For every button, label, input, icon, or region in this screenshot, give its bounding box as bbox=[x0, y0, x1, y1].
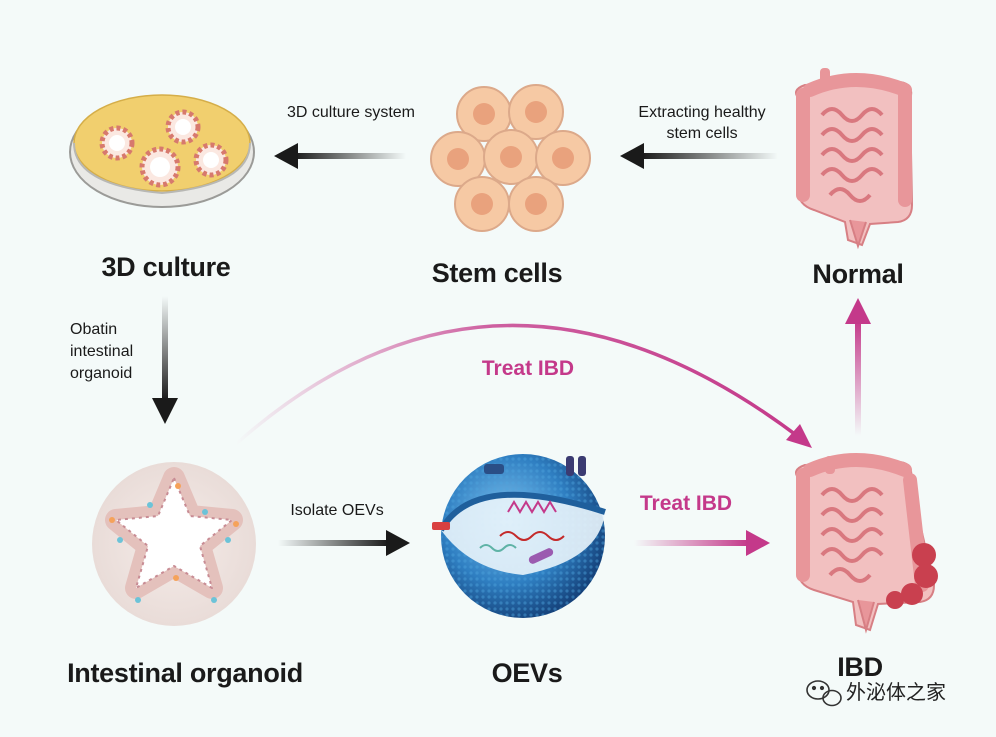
watermark: 外泌体之家 bbox=[806, 680, 946, 707]
organoid-in-dish-icon bbox=[99, 125, 135, 161]
edge-label-isolate-oevs: Isolate OEVs bbox=[290, 502, 383, 519]
edge-label-extracting-line1: Extracting healthy bbox=[638, 104, 765, 121]
node-title-stem-cells: Stem cells bbox=[432, 258, 563, 288]
organoid-in-dish-icon bbox=[165, 109, 201, 145]
intestinal-organoid-icon bbox=[92, 462, 256, 626]
node-title-ibd: IBD bbox=[837, 652, 883, 682]
arrow-ibd-to-normal bbox=[845, 298, 871, 436]
edge-label-treat-ibd-straight: Treat IBD bbox=[640, 492, 732, 515]
petri-dish-icon bbox=[69, 94, 255, 208]
stem-cells-icon bbox=[430, 84, 591, 232]
arrow-organoid-to-oevs bbox=[278, 530, 410, 556]
organoid-in-dish-icon bbox=[193, 142, 229, 178]
ibd-intestine-icon bbox=[795, 453, 938, 634]
normal-intestine-icon bbox=[795, 68, 914, 250]
node-title-intestinal-organoid: Intestinal organoid bbox=[67, 658, 303, 688]
arrow-culture-to-organoid bbox=[152, 296, 178, 424]
wechat-icon bbox=[806, 680, 842, 707]
node-title-normal: Normal bbox=[812, 259, 903, 289]
organoid-in-dish-icon bbox=[139, 146, 181, 188]
edge-label-obtain-line1: Obatin bbox=[70, 321, 117, 338]
watermark-text: 外泌体之家 bbox=[846, 680, 946, 704]
extracellular-vesicle-icon bbox=[432, 454, 606, 618]
arrow-normal-to-stem bbox=[620, 143, 778, 169]
arrow-curved-organoid-to-ibd bbox=[234, 323, 812, 448]
node-title-3d-culture: 3D culture bbox=[101, 252, 230, 282]
edge-label-treat-ibd-curved: Treat IBD bbox=[482, 357, 574, 380]
edge-label-obtain-line3: organoid bbox=[70, 365, 132, 382]
arrow-stem-to-culture bbox=[274, 143, 406, 169]
node-title-oevs: OEVs bbox=[492, 658, 563, 688]
arrow-oevs-to-ibd bbox=[634, 530, 770, 556]
edge-label-culture-system: 3D culture system bbox=[287, 104, 415, 121]
inflamed-region-icon bbox=[886, 543, 938, 609]
edge-label-obtain-line2: intestinal bbox=[70, 343, 133, 360]
edge-label-extracting-line2: stem cells bbox=[666, 125, 737, 142]
